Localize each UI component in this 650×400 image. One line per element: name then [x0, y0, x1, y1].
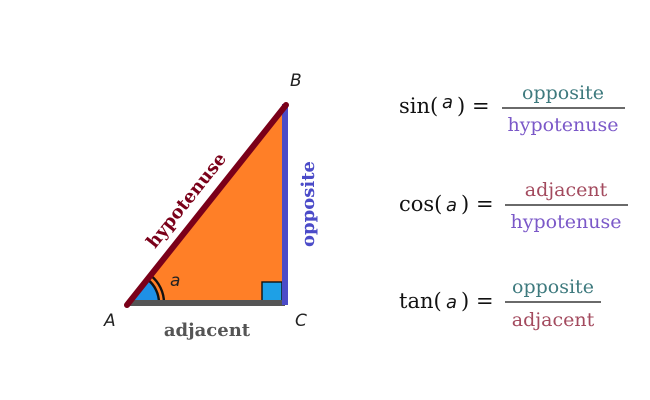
formula-tan: tan( a ) = opposite adjacent: [399, 276, 601, 331]
right-angle-marker: [261, 281, 283, 303]
vertex-label-a: A: [103, 311, 116, 331]
opposite-label: opposite: [298, 161, 319, 247]
hypotenuse-side: [124, 102, 289, 308]
angle-label: a: [170, 271, 180, 291]
formula-numerator: adjacent: [525, 179, 608, 201]
right-triangle: A B C a hypotenuse opposite adjacent: [103, 71, 319, 341]
formula-close-paren: ): [457, 94, 465, 118]
formula-close-paren: ): [461, 289, 469, 313]
formula-equals: =: [476, 192, 494, 216]
formula-argument: a: [446, 195, 457, 216]
formula-close-paren: ): [461, 192, 469, 216]
formula-function: tan(: [399, 289, 442, 313]
formula-function: cos(: [399, 192, 442, 216]
vertex-label-c: C: [295, 311, 307, 331]
formula-argument: a: [446, 292, 457, 313]
formula-equals: =: [472, 94, 490, 118]
formula-numerator: opposite: [512, 276, 594, 298]
formula-equals: =: [476, 289, 494, 313]
formula-numerator: opposite: [522, 82, 604, 104]
formula-sin: sin( a ) = opposite hypotenuse: [399, 82, 625, 136]
formula-function: sin(: [399, 94, 438, 118]
formula-denominator: hypotenuse: [511, 211, 622, 233]
vertex-label-b: B: [290, 71, 302, 91]
formula-denominator: adjacent: [512, 309, 595, 331]
formula-cos: cos( a ) = adjacent hypotenuse: [399, 179, 628, 233]
formula-denominator: hypotenuse: [508, 114, 619, 136]
adjacent-label: adjacent: [164, 320, 251, 341]
formula-argument: a: [442, 92, 453, 113]
